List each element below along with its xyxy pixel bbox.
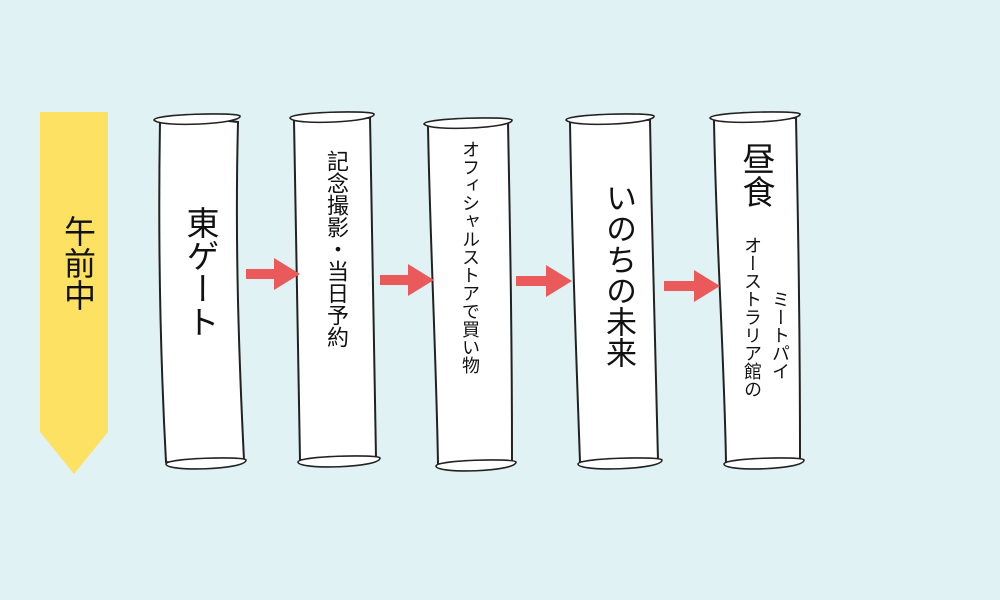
step-5-menu: ミートパイ — [769, 290, 790, 380]
step-scroll-2 — [289, 111, 381, 468]
step-scroll-3 — [423, 117, 517, 472]
step-scroll-5 — [709, 111, 805, 470]
step-3-title: オフィシャルストアで買い物 — [459, 140, 480, 374]
arrow-1 — [246, 258, 300, 290]
step-4-title: いのちの未来 — [600, 182, 636, 368]
step-5-place: オーストラリア館の — [741, 236, 762, 398]
arrow-2 — [380, 264, 434, 296]
step-1-title: 東ゲート — [181, 206, 220, 338]
arrow-3 — [516, 265, 572, 297]
period-label: 午前中 — [59, 215, 97, 311]
step-scroll-1 — [153, 113, 247, 470]
arrow-4 — [664, 270, 720, 302]
step-2-title: 記念撮影・当日予約 — [323, 150, 348, 348]
step-5-title: 昼食 — [737, 142, 776, 208]
period-banner — [40, 112, 108, 474]
step-scroll-4 — [565, 113, 663, 470]
